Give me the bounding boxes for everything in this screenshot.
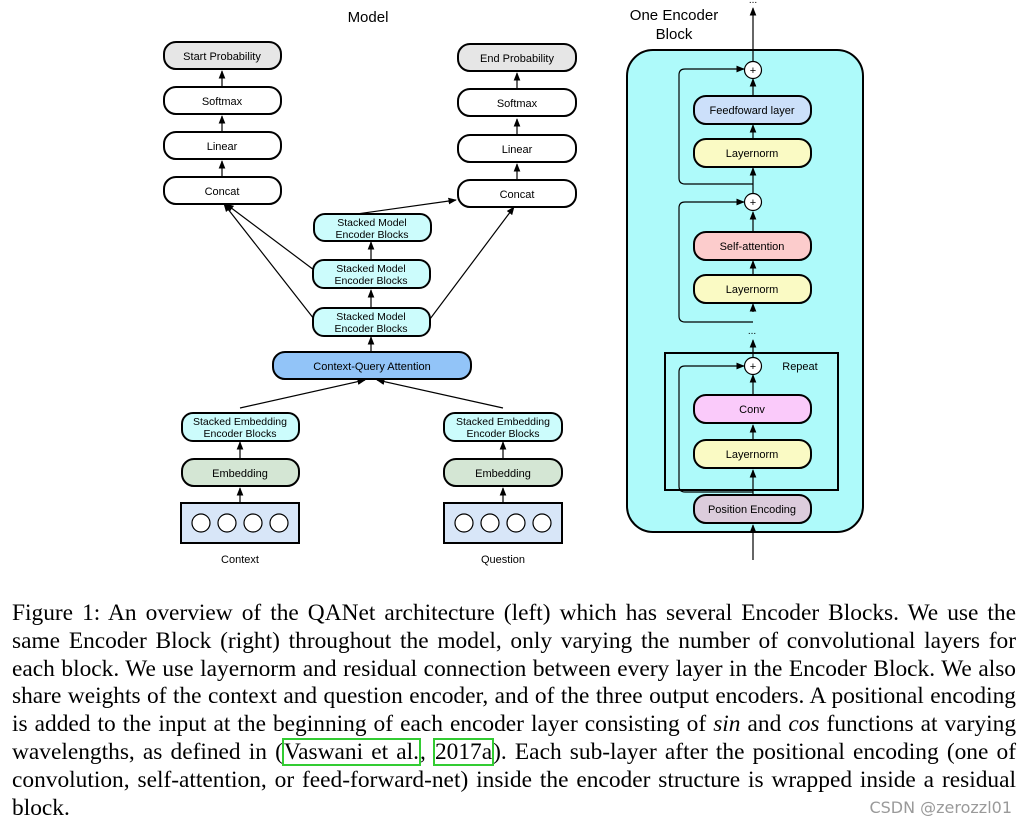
svg-text:+: + [750,197,756,209]
svg-text:Start Probability: Start Probability [183,51,261,63]
stacked-model-encoder-bottom: Stacked Model Encoder Blocks [312,307,431,337]
concat-box-left: Concat [163,176,282,205]
repeat-group [664,352,839,491]
residual-add-top: + [743,60,763,80]
svg-text:Self-attention: Self-attention [720,241,785,253]
svg-text:Stacked Embedding: Stacked Embedding [193,416,287,428]
svg-text:Conv: Conv [739,404,765,416]
svg-text:Stacked Model: Stacked Model [337,217,406,229]
embedding-box-context: Embedding [181,458,300,487]
svg-text:Position Encoding: Position Encoding [708,504,796,516]
end-probability-box: End Probability [457,43,577,72]
figure-caption: Figure 1: An overview of the QANet archi… [12,600,1017,821]
residual-add-repeat: + [743,356,763,376]
context-input-tokens [180,502,300,544]
svg-text:Encoder Blocks: Encoder Blocks [336,229,409,241]
self-attention-box: Self-attention [693,231,812,261]
encoder-block-title-line2: Block [656,26,693,43]
svg-text:Encoder Blocks: Encoder Blocks [335,275,408,287]
linear-box-left: Linear [163,131,282,160]
encoder-arrows [678,7,757,560]
math-sin: sin [713,711,741,738]
softmax-box-right: Softmax [457,88,577,117]
svg-text:Softmax: Softmax [497,98,538,110]
svg-text:Embedding: Embedding [475,468,531,480]
layernorm-box-1: Layernorm [693,138,812,168]
svg-text:Encoder Blocks: Encoder Blocks [335,323,408,335]
svg-text:Linear: Linear [502,144,533,156]
context-label: Context [221,554,259,566]
question-label: Question [481,554,525,566]
model-arrows [218,70,521,502]
svg-text:Context-Query Attention: Context-Query Attention [313,361,430,373]
concat-box-right: Concat [457,179,577,208]
svg-text:Layernorm: Layernorm [726,449,779,461]
svg-text:Feedfoward layer: Feedfoward layer [710,105,795,117]
svg-text:Encoder Blocks: Encoder Blocks [204,428,277,440]
stacked-model-encoder-middle: Stacked Model Encoder Blocks [312,259,431,289]
feedforward-layer-box: Feedfoward layer [693,95,812,125]
svg-text:End Probability: End Probability [480,53,554,65]
svg-text:Stacked Model: Stacked Model [336,263,405,275]
svg-text:Encoder Blocks: Encoder Blocks [467,428,540,440]
stacked-embedding-encoder-question: Stacked Embedding Encoder Blocks [443,412,563,442]
question-input-tokens [443,502,563,544]
math-cos: cos [788,711,820,738]
linear-box-right: Linear [457,134,577,163]
embedding-box-question: Embedding [443,458,563,487]
repeat-label: Repeat [782,361,817,373]
svg-text:+: + [750,65,756,77]
position-encoding-box: Position Encoding [693,494,812,524]
watermark: CSDN @zerozzl01 [869,798,1012,817]
svg-text:Stacked Embedding: Stacked Embedding [456,416,550,428]
layernorm-box-2: Layernorm [693,274,812,304]
citation-year-link[interactable]: 2017a [432,737,495,766]
context-query-attention-box: Context-Query Attention [272,351,472,380]
stacked-embedding-encoder-context: Stacked Embedding Encoder Blocks [181,412,300,442]
svg-text:Linear: Linear [207,141,238,153]
stacked-model-encoder-top: Stacked Model Encoder Blocks [313,213,432,242]
svg-text:Layernorm: Layernorm [726,148,779,160]
svg-text:Concat: Concat [205,186,240,198]
conv-box: Conv [693,394,812,424]
svg-text:Softmax: Softmax [202,96,243,108]
start-probability-box: Start Probability [163,41,282,70]
svg-text:Stacked Model: Stacked Model [336,311,405,323]
model-title: Model [348,9,389,26]
softmax-box-left: Softmax [163,86,282,115]
svg-text:Embedding: Embedding [212,468,268,480]
layernorm-box-3: Layernorm [693,439,812,469]
encoder-block-title-line1: One Encoder [630,7,718,24]
citation-author-link[interactable]: Vaswani et al. [281,737,421,766]
residual-add-middle: + [743,192,763,212]
ellipsis-middle: ... [748,326,756,337]
svg-text:Layernorm: Layernorm [726,284,779,296]
qanet-diagram: Model Start Probability Softm [163,0,864,566]
svg-text:+: + [750,361,756,373]
svg-text:Concat: Concat [500,189,535,201]
ellipsis-top: ... [749,0,757,6]
